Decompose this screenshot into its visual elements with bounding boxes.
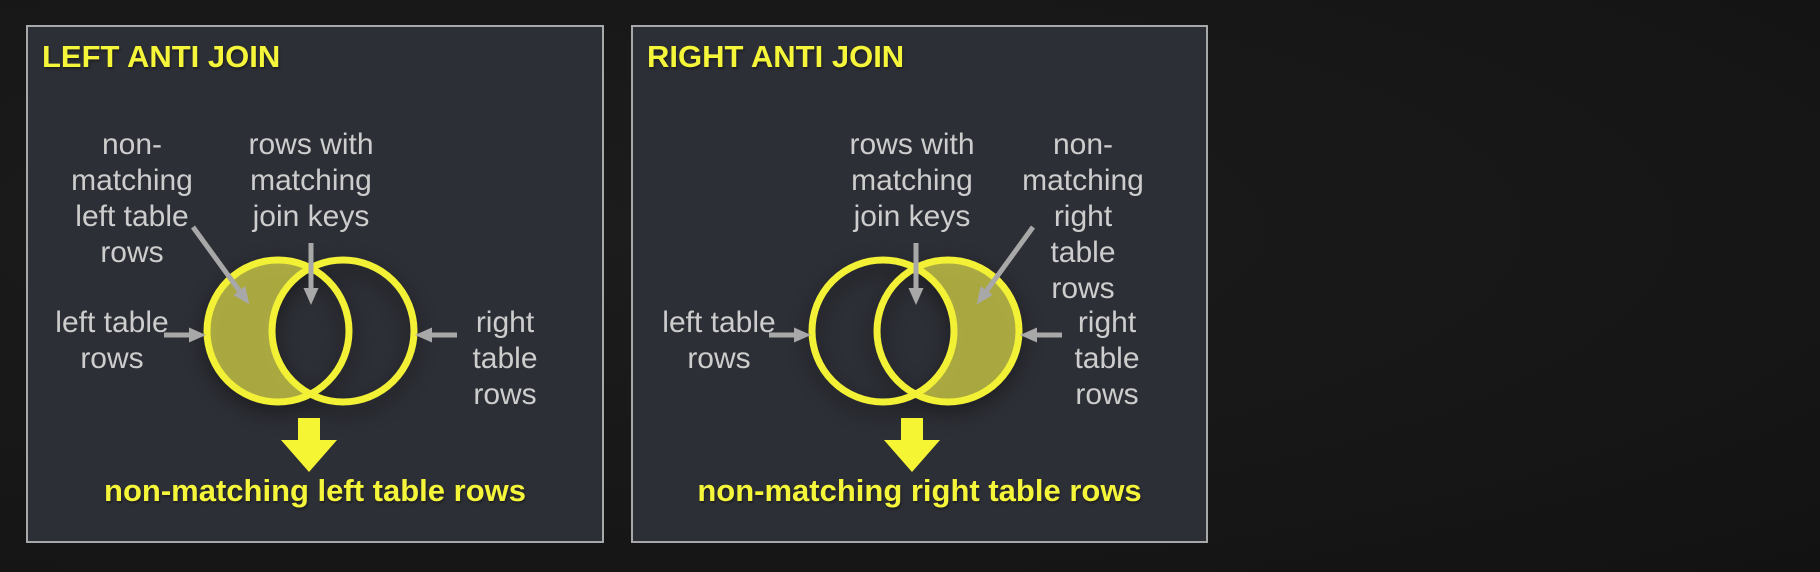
page-title: LEFT ANTI JOIN xyxy=(42,39,281,74)
label-right-table-rows: right table rows xyxy=(1074,306,1140,411)
label-non-matching-left-rows: non- matching left table rows xyxy=(71,128,193,269)
left-anti-join-panel: LEFT ANTI JOIN non- matching left table … xyxy=(26,25,604,543)
label-left-table-rows: left table rows xyxy=(55,306,169,375)
right-anti-join-venn-diagram xyxy=(769,225,1062,472)
result-down-arrow-icon xyxy=(884,418,940,472)
result-caption: non-matching right table rows xyxy=(697,473,1142,508)
result-down-arrow-icon xyxy=(281,418,337,472)
left-table-circle xyxy=(203,256,353,406)
right-table-circle xyxy=(268,256,418,406)
label-left-table-rows: left table rows xyxy=(662,306,776,375)
left-table-circle xyxy=(808,256,958,406)
non-matching-region-arrow-icon xyxy=(190,225,250,305)
label-matching-join-keys: rows with matching join keys xyxy=(849,128,975,233)
right-table-circle xyxy=(873,256,1023,406)
non-matching-region-arrow-icon xyxy=(976,225,1036,305)
label-non-matching-right-rows: non- matching right table rows xyxy=(1022,128,1144,305)
left-anti-join-venn-diagram xyxy=(164,225,457,472)
page-title: RIGHT ANTI JOIN xyxy=(647,39,905,74)
label-right-table-rows: right table rows xyxy=(472,306,538,411)
result-caption: non-matching left table rows xyxy=(104,473,526,508)
right-anti-join-panel: RIGHT ANTI JOIN rows with matching join … xyxy=(631,25,1208,543)
label-matching-join-keys: rows with matching join keys xyxy=(248,128,374,233)
